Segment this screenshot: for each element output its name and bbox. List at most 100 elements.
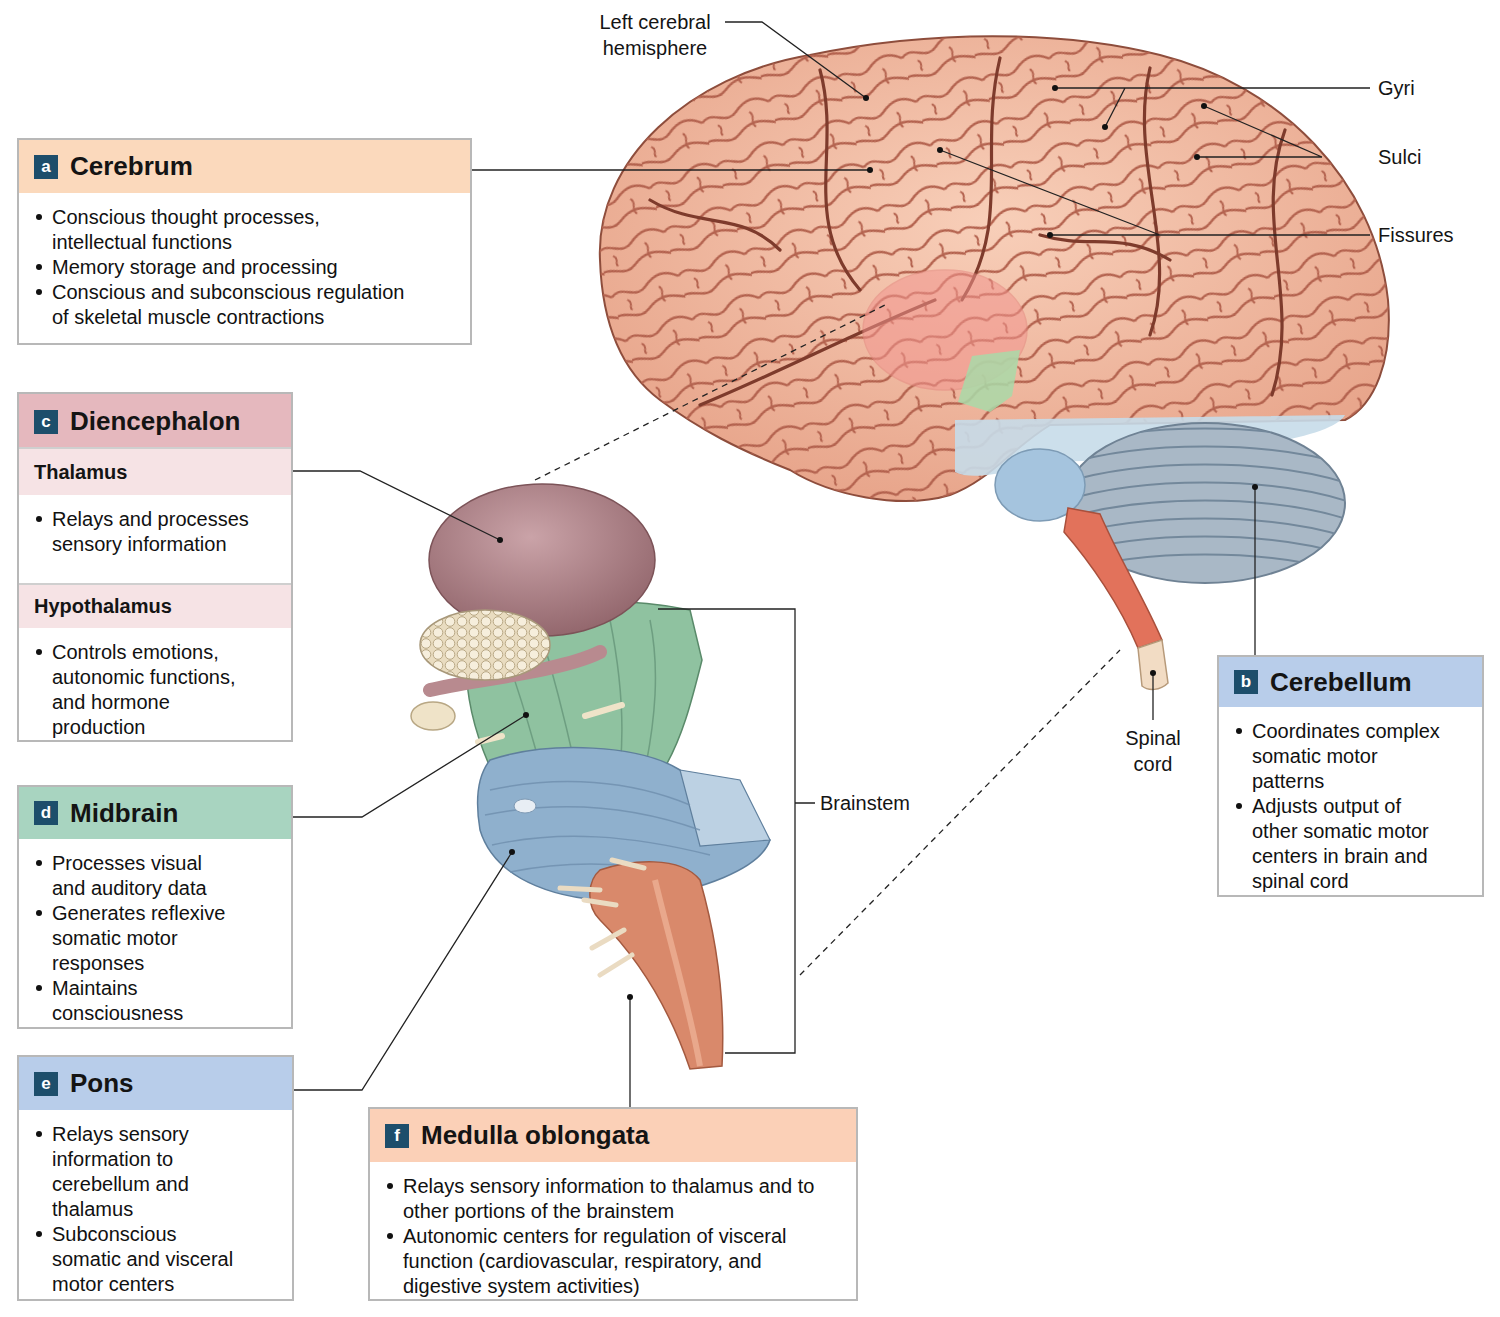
pons-cut-face [680,770,770,846]
dashed-guide [800,650,1120,975]
cranial-nerve [560,888,600,890]
sulcus [1272,130,1285,395]
leader-dot [509,849,515,855]
cerebellum-folia [1060,447,1350,467]
section-title: Cerebrum [70,151,193,182]
section-letter: a [34,155,58,179]
section-box: f Medulla oblongataRelays sensory informa… [368,1107,858,1301]
bullet-list: Conscious thought processes, intellectua… [35,193,416,330]
leader-dot [523,712,529,718]
section-letter: f [385,1124,409,1148]
section-title: Pons [70,1068,134,1099]
section-box: b CerebellumCoordinates complex somatic m… [1217,655,1484,897]
bullet-text: Relays and processes sensory information [35,507,277,557]
pineal-texture [420,610,550,680]
part-label: Spinal cord [1113,725,1193,777]
section-title: Cerebellum [1270,667,1412,698]
leader-line [292,471,500,540]
header-band: Hypothalamus [19,585,291,628]
cranial-nerve [584,900,616,905]
bullet-list: Processes visual and auditory dataGenera… [35,839,232,1026]
section-letter: c [34,410,58,434]
header-band: a Cerebrum [19,140,470,193]
leader-line [1197,106,1322,157]
cranial-nerve [592,930,624,948]
bullet-text: Coordinates complex somatic motor patter… [1235,719,1452,794]
part-label: Brainstem [820,790,910,816]
leader-line [725,22,866,98]
leader-dot [1052,85,1058,91]
part-label: Gyri [1378,75,1415,101]
central-sulcus [962,58,1000,300]
header-band: dMidbrain [19,787,291,839]
dashed-guide [535,305,885,480]
bullet-text: Processes visual and auditory data [35,851,232,901]
midbrain-projection [958,350,1020,412]
section-letter: b [1234,670,1258,694]
leader-dot [863,95,869,101]
pituitary-shape [411,702,455,730]
subsection-title: Hypothalamus [34,595,172,618]
sulcus [1040,235,1170,260]
section-title: Diencephalon [70,406,240,437]
sulcus [1144,68,1159,335]
bullet-list: Relays sensory information to cerebellum… [35,1110,240,1297]
leader-dot [1150,670,1156,676]
bullet-text: Relays sensory information to cerebellum… [35,1122,240,1222]
header-band: Thalamus [19,449,291,495]
bullet-text: Controls emotions, autonomic functions, … [35,640,267,740]
leader-dot [1194,154,1200,160]
leader-line [940,150,1370,235]
leader-line [629,997,630,1107]
cranial-nerve [585,705,622,716]
bullet-text: Autonomic centers for regulation of visc… [386,1224,843,1299]
leader-dot [1102,124,1108,130]
leader-dot [1047,232,1053,238]
cranial-nerve [612,860,644,868]
section-box: a CerebrumConscious thought processes, in… [17,138,472,345]
brainstem-bracket [658,609,815,1053]
bullet-list: Coordinates complex somatic motor patter… [1235,707,1452,894]
bullet-text: Conscious thought processes, intellectua… [35,205,416,255]
leader-dot [1201,103,1207,109]
bullet-text: Subconscious somatic and visceral motor … [35,1222,240,1297]
leader-dot [497,537,503,543]
section-letter: e [34,1072,58,1096]
leader-line [1254,487,1255,655]
section-box: e PonsRelays sensory information to cereb… [17,1055,294,1301]
cerebellum-folia [1060,483,1350,503]
leader-dot [1252,484,1258,490]
header-band: e Pons [19,1057,292,1110]
bullet-text: Memory storage and processing [35,255,416,280]
subsection-box: HypothalamusControls emotions, autonomic… [19,583,291,740]
midbrain-striation [610,620,622,768]
header-band: b Cerebellum [1219,657,1482,707]
leader-dot [627,994,633,1000]
leader-dot [867,167,873,173]
nerve-root [514,799,536,813]
pons-striation [492,836,710,855]
leader-line [472,169,870,170]
bullet-text: Conscious and subconscious regulation of… [35,280,416,330]
leader-line [1055,88,1370,127]
bullet-list: Controls emotions, autonomic functions, … [35,628,267,740]
section-box: c DiencephalonThalamusRelays and processe… [17,392,293,742]
section-box: dMidbrainProcesses visual and auditory d… [17,785,293,1029]
gyri-pattern [590,25,1400,525]
bullet-text: Generates reflexive somatic motor respon… [35,901,232,976]
cerebellum-folia [1060,465,1350,485]
subsection-title: Thalamus [34,461,127,484]
cranial-nerve [600,955,632,975]
leader-line [1152,673,1153,720]
section-letter: d [34,801,58,825]
section-title: Medulla oblongata [421,1120,649,1151]
sulcus [820,70,860,290]
bullet-list: Relays sensory information to thalamus a… [386,1162,843,1299]
sulcus [650,200,780,250]
medulla-pyramid [655,880,700,1066]
cerebellum-folia [1060,429,1350,449]
medulla-shape [590,862,723,1069]
medulla-shape [1064,508,1162,648]
subsection-box: ThalamusRelays and processes sensory inf… [19,447,291,583]
